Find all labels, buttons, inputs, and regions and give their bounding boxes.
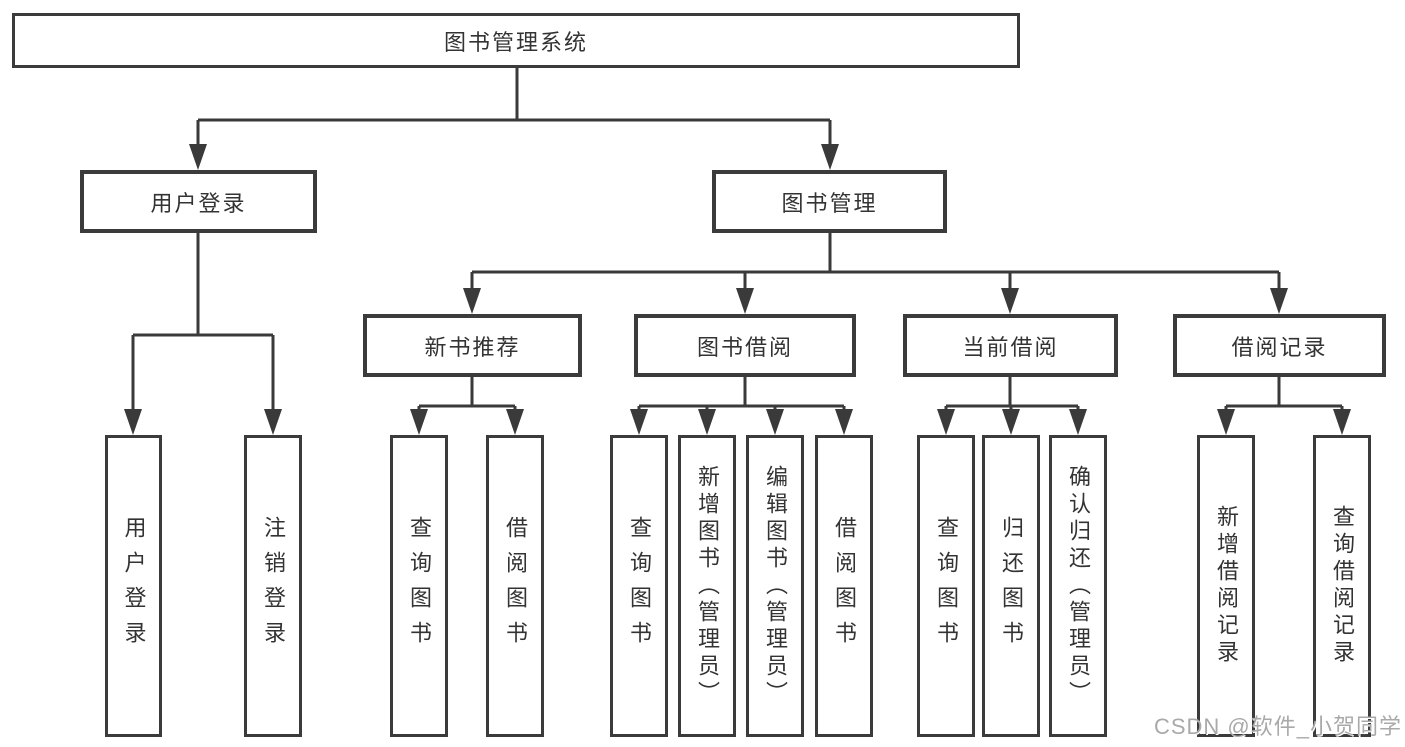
node-borrowing-records: 借阅记录 (1173, 314, 1386, 377)
leaf-current-confirm-return-admin-label: 确认归还（管理员） (1066, 464, 1091, 708)
leaf-newbooks-query-label: 查询图书 (407, 516, 432, 656)
leaf-newbooks-borrow-label: 借阅图书 (503, 516, 528, 656)
leaf-user-login: 用户登录 (105, 435, 162, 737)
leaf-borrowing-query-label: 查询图书 (627, 516, 652, 656)
leaf-current-confirm-return-admin: 确认归还（管理员） (1049, 435, 1107, 737)
leaf-borrowing-edit-admin-label: 编辑图书（管理员） (763, 464, 788, 708)
leaf-records-query-label: 查询借阅记录 (1330, 505, 1355, 667)
leaf-logout-label: 注销登录 (261, 516, 286, 656)
node-root: 图书管理系统 (12, 13, 1020, 68)
leaf-borrowing-query: 查询图书 (610, 435, 668, 737)
node-user-login: 用户登录 (80, 170, 317, 233)
leaf-borrowing-add-admin: 新增图书（管理员） (678, 435, 736, 737)
leaf-borrowing-borrow-label: 借阅图书 (832, 516, 857, 656)
leaf-borrowing-edit-admin: 编辑图书（管理员） (746, 435, 804, 737)
leaf-borrowing-borrow: 借阅图书 (815, 435, 873, 737)
leaf-user-login-label: 用户登录 (121, 516, 147, 656)
leaf-newbooks-query: 查询图书 (390, 435, 448, 737)
leaf-current-return: 归还图书 (982, 435, 1040, 737)
leaf-borrowing-add-admin-label: 新增图书（管理员） (695, 464, 720, 708)
csdn-watermark: CSDN @软件_小贺同学 (1153, 714, 1402, 739)
leaf-current-query-label: 查询图书 (934, 516, 959, 656)
node-new-book-recommend: 新书推荐 (363, 314, 582, 377)
node-book-borrowing: 图书借阅 (634, 314, 856, 377)
leaf-logout: 注销登录 (244, 435, 302, 737)
node-current-borrowing: 当前借阅 (903, 314, 1118, 377)
leaf-records-query: 查询借阅记录 (1313, 435, 1371, 737)
node-book-management: 图书管理 (712, 170, 947, 233)
leaf-current-query: 查询图书 (917, 435, 975, 737)
leaf-current-return-label: 归还图书 (999, 516, 1024, 656)
leaf-newbooks-borrow: 借阅图书 (486, 435, 544, 737)
leaf-records-add-label: 新增借阅记录 (1214, 505, 1239, 667)
leaf-records-add: 新增借阅记录 (1197, 435, 1255, 737)
